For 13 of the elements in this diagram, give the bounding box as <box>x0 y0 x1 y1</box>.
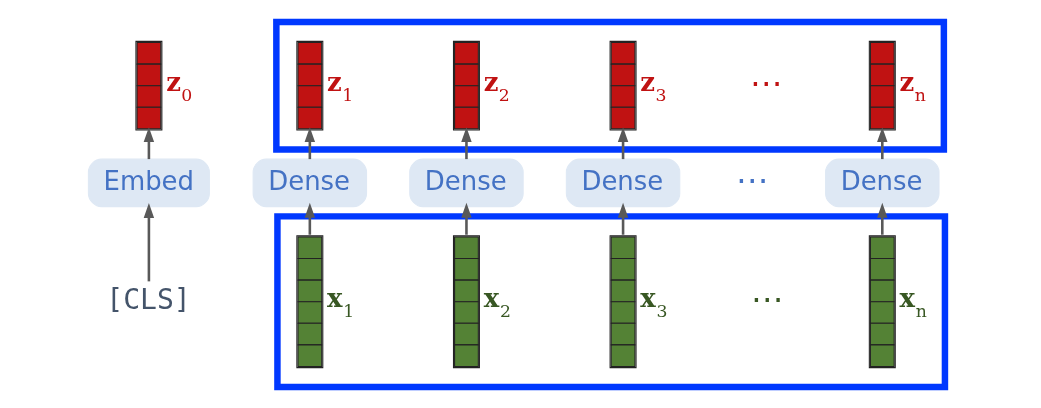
label: ⋯ <box>750 279 783 318</box>
node-label: z$_{0}$ <box>165 66 192 105</box>
node-label: x$_{2}$ <box>483 282 511 321</box>
node-label: x$_{n}$ <box>899 282 927 321</box>
node-text: [CLS] <box>105 282 191 316</box>
node-label: z$_{3}$ <box>639 66 666 105</box>
node-label: x$_{3}$ <box>639 282 668 321</box>
node-label: z$_{2}$ <box>483 66 510 105</box>
node-label: z$_{n}$ <box>899 66 926 105</box>
node-label: x$_{1}$ <box>326 282 354 321</box>
label: ⋯ <box>735 160 768 199</box>
node-label: z$_{1}$ <box>326 66 353 105</box>
label: ⋯ <box>749 63 782 102</box>
